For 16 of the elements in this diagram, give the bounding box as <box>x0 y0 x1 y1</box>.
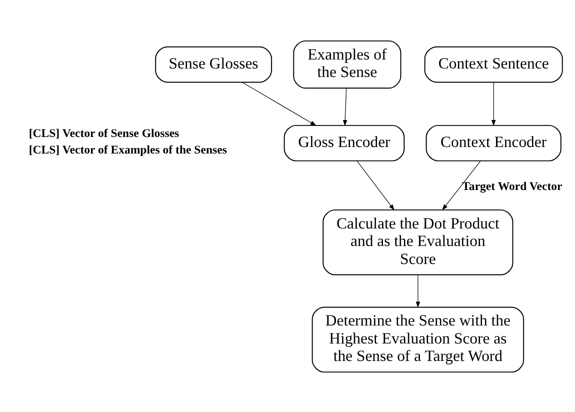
node-box: Context Sentence <box>424 46 563 82</box>
label: [CLS] Vector of Examples of the Senses <box>28 142 227 156</box>
node-box: Determine the Sense with the Highest Evaluation Score as the Sense of a Target Word <box>312 306 524 372</box>
edge-label: Target Word Vector <box>462 178 562 192</box>
label: [CLS] Vector of Sense Glosses <box>28 125 180 140</box>
arrow <box>442 160 481 210</box>
arrow <box>416 274 420 308</box>
arrow <box>242 82 316 126</box>
arrow <box>491 82 496 126</box>
node-box: Context Encoder <box>426 124 562 161</box>
node-box: Sense Glosses <box>155 46 272 82</box>
arrow <box>356 160 394 210</box>
arrow <box>342 88 348 126</box>
node-box: Gloss Encoder <box>284 124 405 161</box>
node-box: Examples of the Sense <box>293 40 402 88</box>
node-box: Calculate the Dot Product and as the Evaluation Score <box>322 208 514 275</box>
